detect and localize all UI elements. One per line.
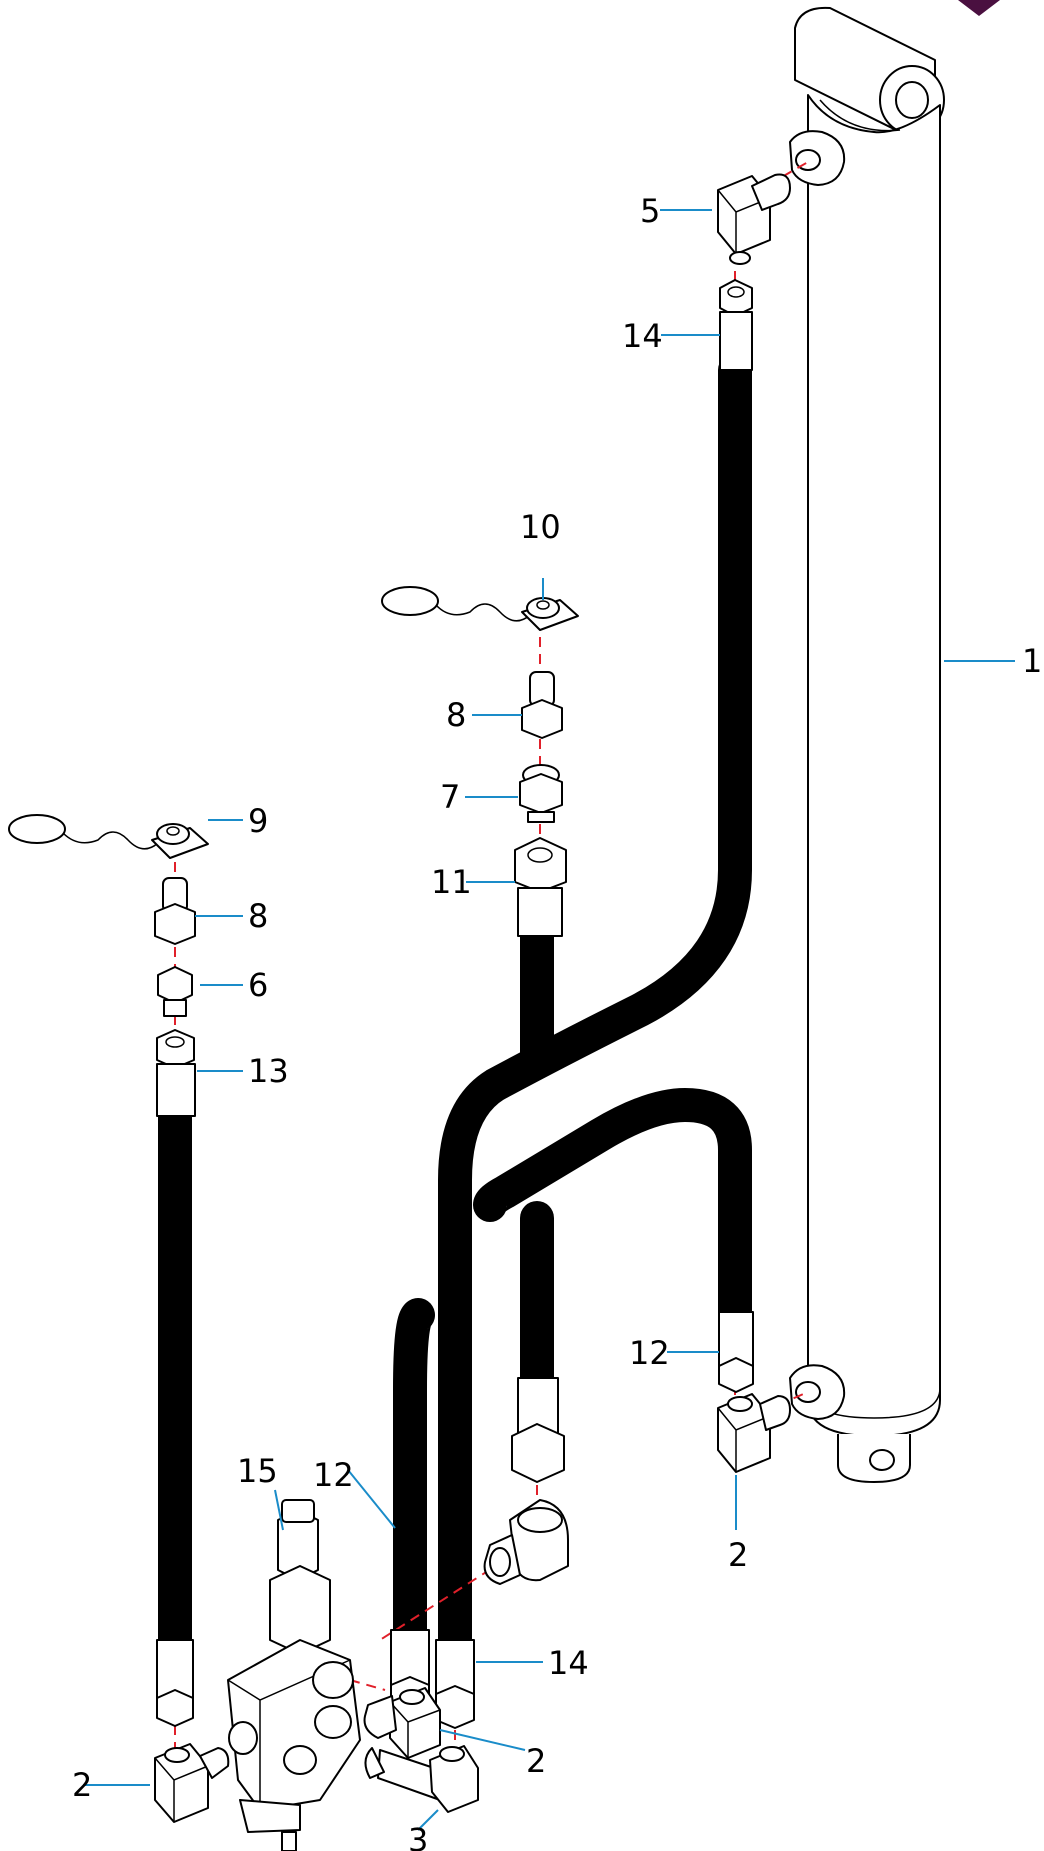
callout-8-upper: 8 <box>446 696 466 734</box>
callout-14-top: 14 <box>622 317 663 355</box>
callout-14-bottom: 14 <box>548 1644 589 1682</box>
callout-13: 13 <box>248 1052 289 1090</box>
callout-1: 1 <box>1022 642 1042 680</box>
corner-mark <box>958 0 1000 16</box>
hose-end-13-lower <box>156 1639 194 1727</box>
coupler-8-upper <box>521 671 563 739</box>
callout-12-right: 12 <box>629 1334 670 1372</box>
callout-11: 11 <box>431 863 472 901</box>
hose-12-left <box>393 1298 435 1657</box>
control-valve-15 <box>227 1499 361 1851</box>
callout-7: 7 <box>440 778 460 816</box>
hose-12-right <box>473 1088 752 1347</box>
elbow-fitting-5 <box>717 173 791 265</box>
callout-12-left: 12 <box>313 1456 354 1494</box>
adapter-6 <box>157 966 193 1017</box>
hose-end-12-right <box>718 1311 754 1393</box>
callout-15: 15 <box>237 1452 278 1490</box>
callout-9: 9 <box>248 802 268 840</box>
coupler-8-lower <box>154 877 196 945</box>
elbow-fitting-2-left <box>154 1743 230 1823</box>
elbow-fitting-2-mid <box>363 1687 441 1759</box>
callout-3: 3 <box>408 1821 428 1851</box>
hydraulic-cylinder <box>789 6 945 1483</box>
dust-cap-10 <box>381 586 579 631</box>
hose-end-11 <box>514 837 567 937</box>
dust-cap-9 <box>8 814 209 859</box>
callout-5: 5 <box>640 192 660 230</box>
hose-14 <box>438 353 752 1667</box>
hose-end-14-lower <box>435 1639 475 1729</box>
tee-fitting-3 <box>364 1745 479 1813</box>
callout-labels: 1 2 2 2 3 5 6 7 8 8 9 10 11 12 12 13 14 … <box>72 192 1042 1851</box>
elbow-90-center <box>483 1499 569 1585</box>
hose-end-elbow-hose <box>511 1377 565 1483</box>
elbow-fitting-2-right <box>717 1393 791 1473</box>
callout-2-right: 2 <box>728 1536 748 1574</box>
callout-2-left: 2 <box>72 1766 92 1804</box>
callout-8-lower: 8 <box>248 897 268 935</box>
callout-2-mid: 2 <box>526 1742 546 1780</box>
hose-end-13 <box>156 1029 196 1117</box>
adapter-7 <box>519 764 563 823</box>
hoses <box>158 353 752 1667</box>
leader-lines <box>83 209 1015 1831</box>
hose-end-14-top <box>719 279 753 371</box>
callout-10: 10 <box>520 508 561 546</box>
callout-6: 6 <box>248 966 268 1004</box>
